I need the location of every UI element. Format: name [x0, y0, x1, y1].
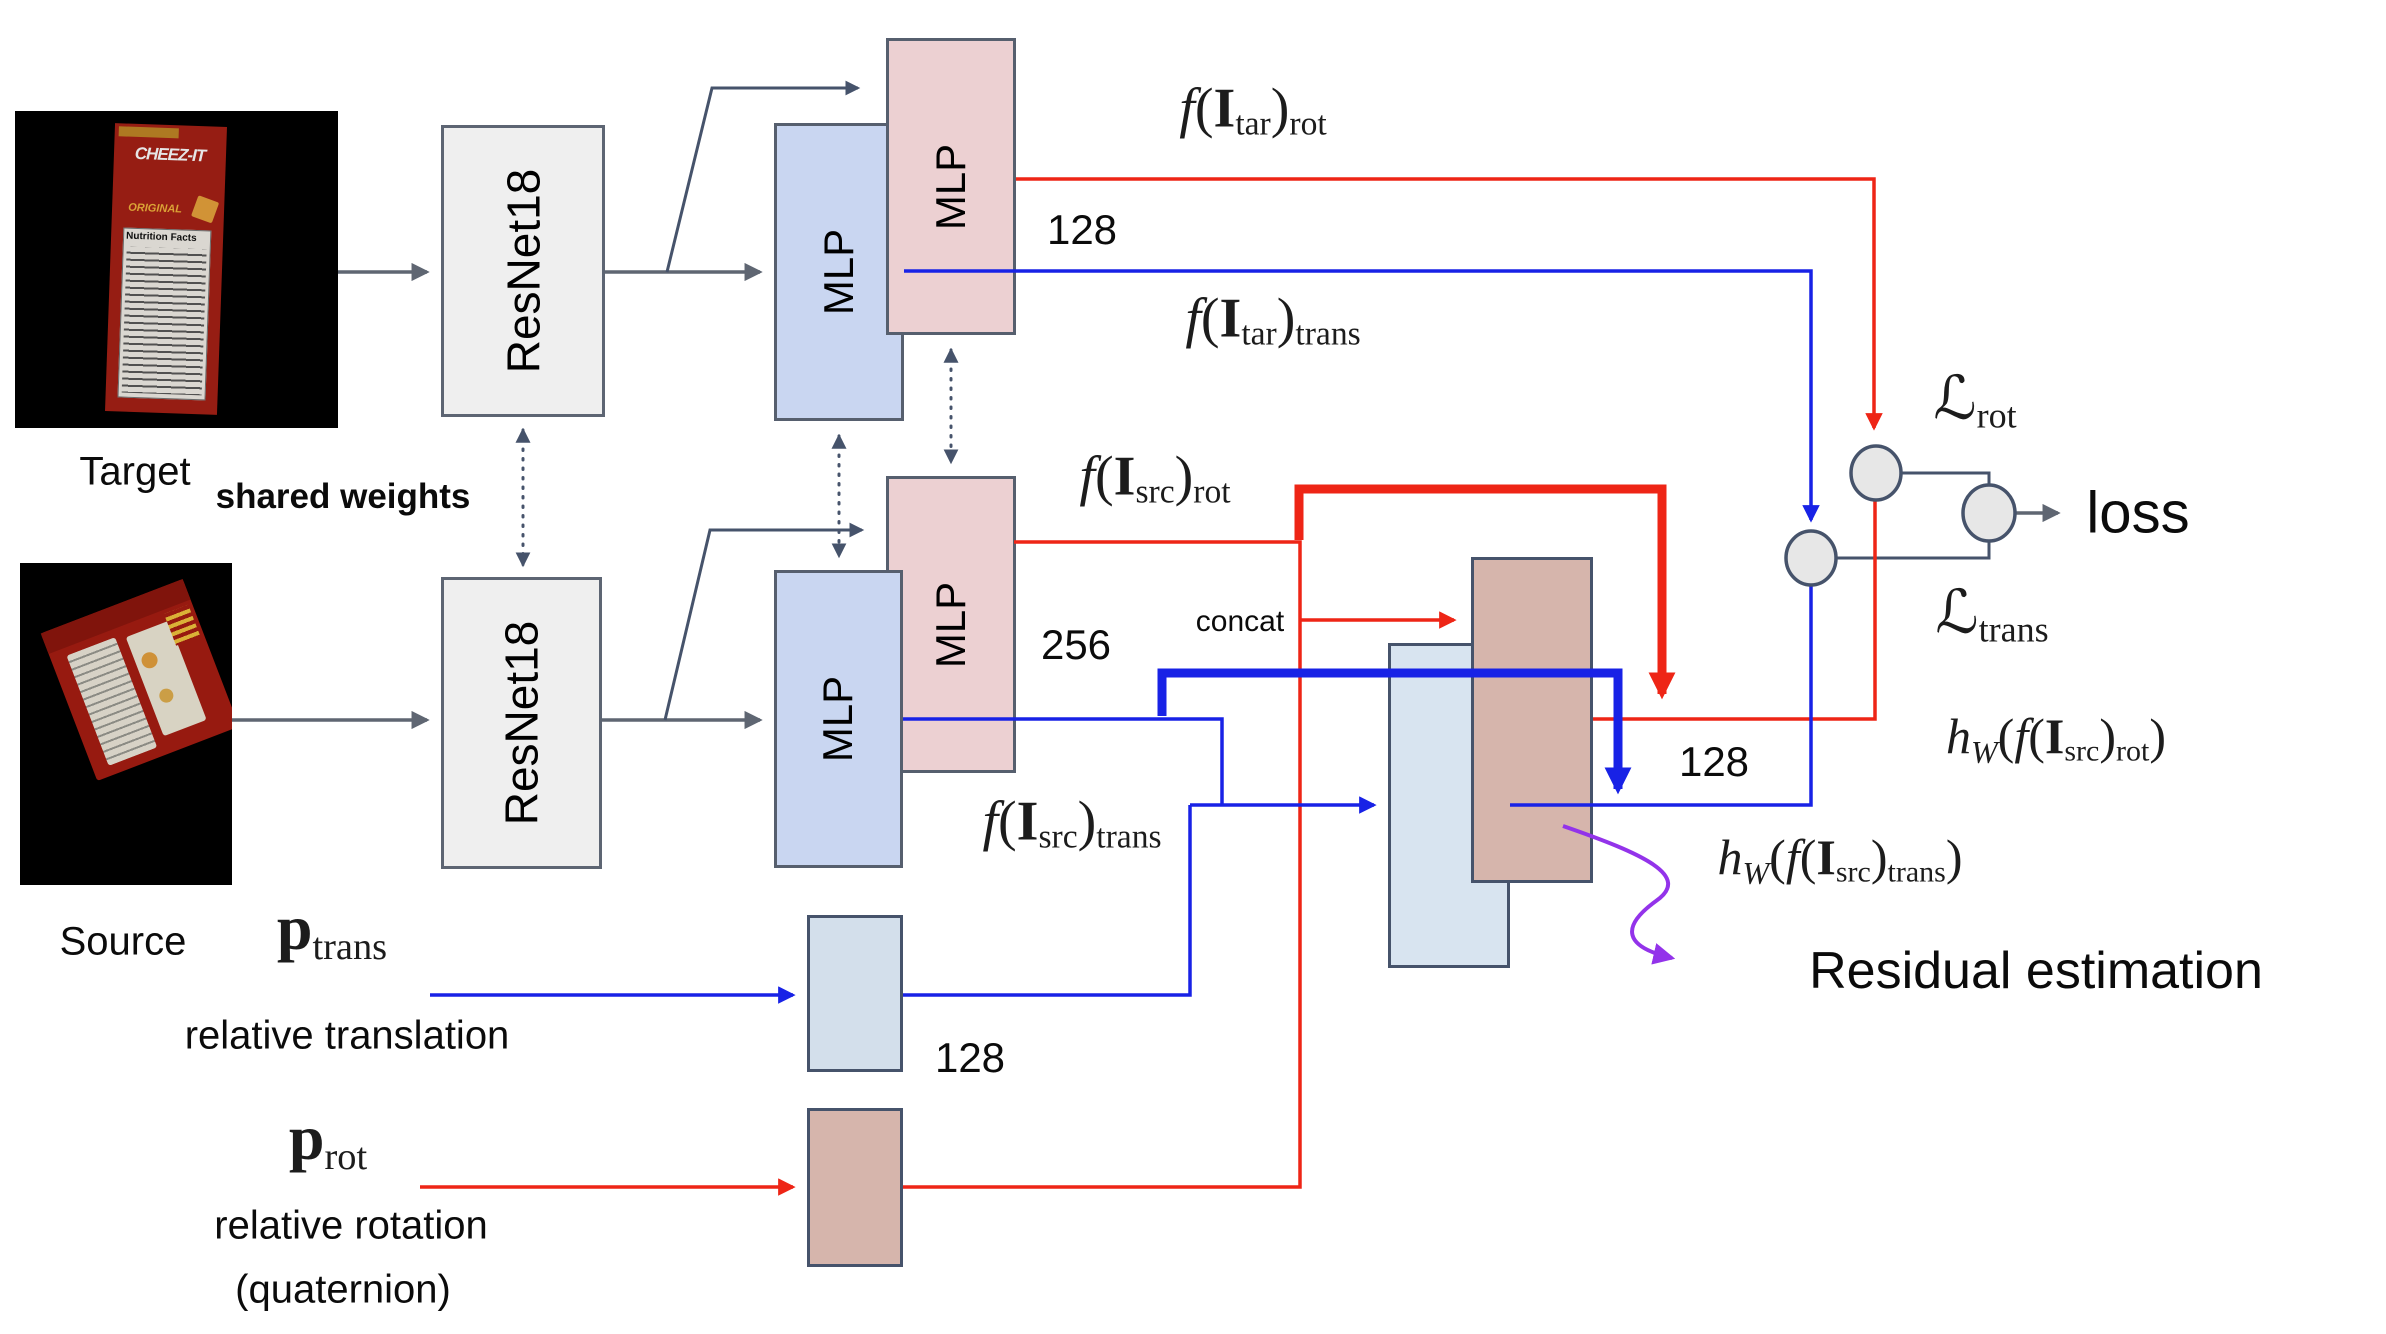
mlp-rot-source-block: MLP: [886, 476, 1016, 773]
resnet18-target-block: ResNet18: [441, 125, 605, 417]
quaternion-label: (quaternion): [235, 1267, 451, 1312]
trans-embed-block: [807, 915, 903, 1072]
f-src-rot-label: f(Isrc)rot: [1079, 445, 1231, 511]
resnet18-target-labelwrap: ResNet18: [444, 128, 602, 414]
loss-sum-nodes: [1784, 444, 2017, 587]
resnet18-source-block: ResNet18: [441, 577, 602, 869]
mlp-rot-target-label: MLP: [926, 143, 974, 230]
ltrans-to-loss-connector: [1835, 539, 1991, 560]
rot-feature-lines: [420, 177, 1883, 1196]
cheezit-box-tilted: [40, 579, 232, 781]
target-label: Target: [79, 449, 191, 494]
f-src-trans-label: f(Isrc)trans: [982, 790, 1162, 856]
mlp-trans-target-label: MLP: [814, 228, 862, 316]
loss-trans-label: ℒtrans: [1935, 579, 2049, 650]
loss-rot-label: ℒrot: [1933, 365, 2017, 436]
source-label: Source: [59, 919, 187, 964]
mlp-trans-target-block: MLP: [774, 123, 904, 421]
trans-loss-node: [1784, 529, 1838, 587]
hw-trans-label: hW(f(Isrc)trans): [1717, 829, 1963, 891]
dim-128-target-label: 128: [1046, 206, 1118, 253]
f-tar-trans-label: f(Itar)trans: [1185, 287, 1361, 353]
cheezit-box-front: CHEEZ-IT ORIGINAL Nutrition Facts: [105, 123, 227, 415]
relative-translation-label: relative translation: [184, 1013, 510, 1058]
f-tar-rot-line: [1016, 177, 1883, 431]
source-image: [20, 563, 232, 885]
target-brand-text: CHEEZ-IT: [134, 143, 206, 166]
mlp-trans-source-block: MLP: [774, 570, 903, 868]
resnet18-source-label: ResNet18: [495, 620, 548, 826]
mlp-rot-target-block: MLP: [886, 38, 1016, 335]
p-rot-label: prot: [288, 1102, 368, 1178]
dim-128-embed-label: 128: [934, 1034, 1006, 1081]
residual-rot-output-line: [1593, 499, 1877, 721]
dim-128-residual-label: 128: [1678, 738, 1750, 785]
loss-label: loss: [2086, 480, 2190, 546]
mlp-trans-source-label: MLP: [814, 675, 862, 763]
nutrition-panel: Nutrition Facts: [117, 227, 212, 401]
f-tar-rot-label: f(Itar)rot: [1179, 77, 1327, 143]
p-trans-label: ptrans: [276, 892, 388, 968]
target-variant-text: ORIGINAL: [128, 201, 183, 216]
box-top-strip: [118, 126, 179, 139]
relative-rotation-label: relative rotation: [214, 1203, 488, 1248]
lrot-to-loss-connector: [1900, 471, 1991, 487]
concat-label: concat: [1195, 605, 1285, 638]
resnet18-target-label: ResNet18: [497, 168, 549, 374]
mlp-rot-source-label: MLP: [926, 581, 974, 668]
residual-mlp-rot-block: [1471, 557, 1593, 883]
target-image: CHEEZ-IT ORIGINAL Nutrition Facts: [15, 111, 338, 428]
nutrition-lines: [121, 246, 207, 396]
rot-loss-node: [1849, 444, 1903, 502]
total-loss-node: [1961, 483, 2017, 543]
nutrition-title: Nutrition Facts: [125, 230, 197, 245]
residual-estimation-label: Residual estimation: [1809, 942, 2263, 1000]
trans-feature-lines: [430, 269, 1820, 1004]
resnet18-source-labelwrap: ResNet18: [444, 580, 599, 866]
target-tagline: [114, 167, 226, 171]
shared-weights-label: shared weights: [215, 477, 471, 516]
dim-256-source-label: 256: [1040, 621, 1112, 668]
rot-embed-block: [807, 1108, 903, 1267]
hw-rot-label: hW(f(Isrc)rot): [1946, 708, 2166, 770]
cracker-icon: [191, 195, 220, 224]
